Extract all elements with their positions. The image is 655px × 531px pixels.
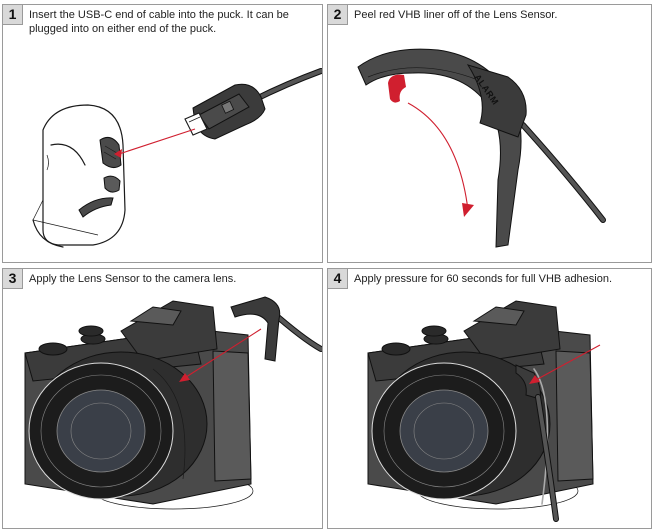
step-caption-1: Insert the USB-C end of cable into the p… (29, 9, 289, 35)
usb-c-insert-illustration (32, 68, 322, 248)
step-caption-4: Apply pressure for 60 seconds for full V… (354, 273, 613, 285)
step-number-1: 1 (3, 5, 23, 25)
step-number-4: 4 (328, 269, 348, 289)
vhb-liner (388, 74, 406, 103)
step-number-3: 3 (3, 269, 23, 289)
step-panel-3: 3 Apply the Lens Sensor to the camera le… (2, 268, 323, 529)
step-caption-3: Apply the Lens Sensor to the camera lens… (29, 273, 237, 285)
step-number-2: 2 (328, 5, 348, 25)
apply-sensor-illustration (24, 296, 322, 510)
step-panel-1: 1 Insert the USB-C end of cable into the… (2, 4, 323, 263)
step-panel-2: 2 Peel red VHB liner off of the Lens Sen… (327, 4, 652, 263)
press-sensor-illustration (367, 300, 601, 522)
step-caption-2: Peel red VHB liner off of the Lens Senso… (354, 9, 558, 21)
step-panel-4: 4 Apply pressure for 60 seconds for full… (327, 268, 652, 529)
peel-liner-illustration: ALARM (357, 48, 606, 248)
